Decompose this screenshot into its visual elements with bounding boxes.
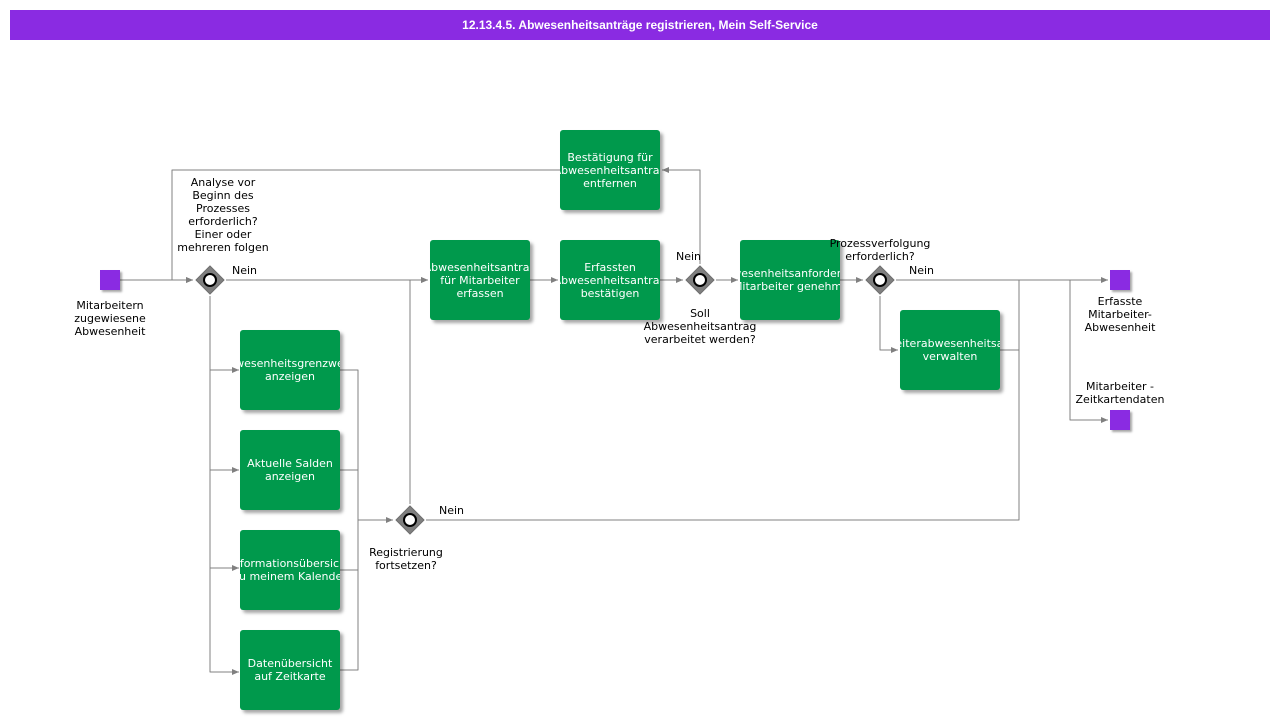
gateway-analysis[interactable] bbox=[195, 265, 225, 295]
flow-timecard-to-continue bbox=[340, 520, 359, 671]
diagram-title-bar: 12.13.4.5. Abwesenheitsanträge registrie… bbox=[10, 10, 1270, 40]
end-event-absence-label: Erfasste Mitarbeiter- Abwesenheit bbox=[1084, 295, 1156, 334]
flow-continue-to-capture bbox=[409, 277, 428, 504]
task-info-overview-label: Informationsübersicht zu meinem Kalender bbox=[240, 557, 340, 583]
flow-remove-to-analysis bbox=[171, 169, 560, 283]
task-remove-confirmation[interactable]: Bestätigung für Abwesenheitsantrag entfe… bbox=[560, 130, 660, 210]
gateway-continue-label: Registrierung fortsetzen? bbox=[369, 546, 443, 572]
end-event-timecard[interactable] bbox=[1110, 410, 1130, 430]
task-info-overview[interactable]: Informationsübersicht zu meinem Kalender bbox=[240, 530, 340, 610]
flow-label-no-tracking: Nein bbox=[909, 264, 935, 277]
task-approve-request-label: Abwesenheitsanforderung für Mitarbeiter … bbox=[740, 267, 840, 293]
flow-continue-no-to-end bbox=[426, 280, 1020, 521]
flow-analysis-to-limits bbox=[209, 296, 239, 373]
task-capture-request[interactable]: Abwesenheitsantrag für Mitarbeiter erfas… bbox=[430, 240, 530, 320]
flow-manage-to-end bbox=[1000, 280, 1020, 351]
task-show-limits-label: Abwesenheitsgrenzwerte anzeigen bbox=[240, 357, 340, 383]
task-approve-request[interactable]: Abwesenheitsanforderung für Mitarbeiter … bbox=[740, 240, 840, 320]
task-confirm-request-label: Erfassten Abwesenheitsantrag bestätigen bbox=[560, 260, 660, 300]
flow-analysis-to-timecard bbox=[209, 568, 239, 675]
task-remove-confirmation-label: Bestätigung für Abwesenheitsantrag entfe… bbox=[560, 150, 660, 190]
task-timecard-overview[interactable]: Datenübersicht auf Zeitkarte bbox=[240, 630, 340, 710]
flow-limits-to-continue bbox=[340, 369, 393, 523]
flow-tracking-to-manage bbox=[879, 296, 898, 353]
gateway-process-request-label: Soll Abwesenheitsantrag verarbeitet werd… bbox=[643, 307, 757, 346]
gateway-tracking[interactable] bbox=[865, 265, 895, 295]
end-event-timecard-label: Mitarbeiter - Zeitkartendaten bbox=[1075, 380, 1165, 406]
flow-process-to-remove bbox=[662, 167, 701, 264]
task-confirm-request[interactable]: Erfassten Abwesenheitsantrag bestätigen bbox=[560, 240, 660, 320]
gateway-process-request[interactable] bbox=[685, 265, 715, 295]
flow-label-no-continue: Nein bbox=[439, 504, 465, 517]
flow-analysis-to-balances bbox=[209, 370, 239, 473]
flow-to-timecard-end bbox=[1069, 280, 1108, 423]
gateway-continue[interactable] bbox=[395, 505, 425, 535]
flow-label-no-analysis: Nein bbox=[232, 264, 258, 277]
flow-analysis-to-info bbox=[209, 470, 239, 571]
task-manage-absences[interactable]: Mitarbeiterabwesenheitsanträge verwalten bbox=[900, 310, 1000, 390]
flow-label-no-process: Nein bbox=[676, 250, 702, 263]
start-event[interactable] bbox=[100, 270, 120, 290]
task-manage-absences-label: Mitarbeiterabwesenheitsanträge verwalten bbox=[900, 337, 1000, 363]
diagram-title: 12.13.4.5. Abwesenheitsanträge registrie… bbox=[462, 18, 818, 32]
task-show-limits[interactable]: Abwesenheitsgrenzwerte anzeigen bbox=[240, 330, 340, 410]
start-event-label: Mitarbeitern zugewiesene Abwesenheit bbox=[74, 299, 146, 338]
task-show-balances[interactable]: Aktuelle Salden anzeigen bbox=[240, 430, 340, 510]
end-event-absence[interactable] bbox=[1110, 270, 1130, 290]
task-capture-request-label: Abwesenheitsantrag für Mitarbeiter erfas… bbox=[430, 260, 530, 300]
gateway-analysis-label: Analyse vor Beginn des Prozesses erforde… bbox=[177, 176, 269, 254]
gateway-tracking-label: Prozessverfolgung erforderlich? bbox=[829, 237, 931, 263]
task-timecard-overview-label: Datenübersicht auf Zeitkarte bbox=[247, 657, 333, 683]
task-show-balances-label: Aktuelle Salden anzeigen bbox=[247, 457, 333, 483]
